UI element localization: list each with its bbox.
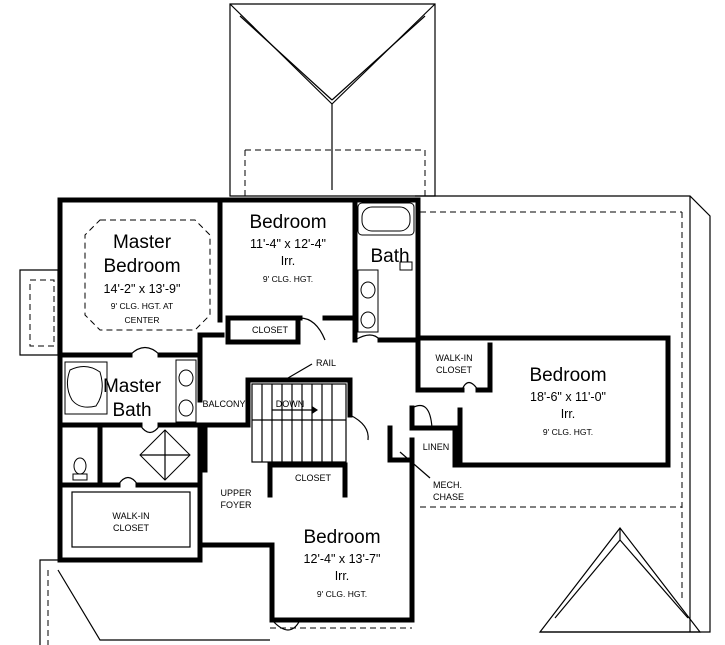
master-bedroom-title-2: Bedroom xyxy=(103,256,180,277)
bedroom-right-ceiling: 9' CLG. HGT. xyxy=(543,427,593,437)
master-bedroom-dims: 14'-2" x 13'-9" xyxy=(104,282,181,296)
bedroom-top-title: Bedroom xyxy=(249,212,326,233)
walk-in-closet-left-shelf xyxy=(71,491,191,548)
roof-left-small xyxy=(19,269,59,356)
mech-chase-label-2: CHASE xyxy=(433,492,464,502)
bedroom-bottom-title: Bedroom xyxy=(303,527,380,548)
linen-label: LINEN xyxy=(423,442,450,452)
walls xyxy=(57,197,671,623)
master-bath-title-2: Bath xyxy=(112,400,151,421)
stairs xyxy=(251,383,347,463)
walk-in-closet-left-2: CLOSET xyxy=(113,523,150,533)
closet-top-label: CLOSET xyxy=(252,325,289,335)
roof-bottom-right xyxy=(538,527,702,633)
closet-mid-label: CLOSET xyxy=(295,473,332,483)
bedroom-top-dims: 11'-4" x 12'-4" xyxy=(250,237,326,251)
bedroom-top-shape: Irr. xyxy=(281,254,296,268)
bedroom-bottom-ceiling: 9' CLG. HGT. xyxy=(317,589,367,599)
walk-in-closet-right-1: WALK-IN xyxy=(435,353,472,363)
master-bedroom-title-1: Master xyxy=(113,232,172,253)
bedroom-top-ceiling: 9' CLG. HGT. xyxy=(263,274,313,284)
rail-leader xyxy=(287,363,313,379)
tray-ceiling xyxy=(84,219,211,331)
master-bedroom-ceiling-1: 9' CLG. HGT. AT xyxy=(111,301,173,311)
tub-master xyxy=(64,361,108,415)
bath-title: Bath xyxy=(370,246,409,267)
bedroom-right-title: Bedroom xyxy=(529,365,606,386)
rail-label: RAIL xyxy=(316,358,336,368)
bedroom-bottom-shape: Irr. xyxy=(335,569,350,583)
bedroom-right-shape: Irr. xyxy=(561,407,576,421)
walk-in-closet-right-2: CLOSET xyxy=(436,365,473,375)
down-label: DOWN xyxy=(276,399,305,409)
bedroom-bottom-dims: 12'-4" x 13'-7" xyxy=(304,552,381,566)
master-bedroom-ceiling-2: CENTER xyxy=(125,315,160,325)
balcony-label: BALCONY xyxy=(202,399,245,409)
upper-foyer-1: UPPER xyxy=(220,488,252,498)
upper-foyer-2: FOYER xyxy=(220,500,252,510)
roof-bottom-left xyxy=(39,559,412,645)
down-arrow-head xyxy=(312,406,318,414)
walk-in-closet-left-1: WALK-IN xyxy=(112,511,149,521)
sinks-master xyxy=(175,359,197,423)
mech-chase-label-1: MECH. xyxy=(433,480,462,490)
toilet-top xyxy=(399,261,413,271)
bedroom-right-dims: 18'-6" x 11'-0" xyxy=(530,390,606,404)
sinks-top xyxy=(357,269,379,333)
roof-top xyxy=(229,3,436,197)
master-bath-title-1: Master xyxy=(103,376,162,397)
mech-chase-leader xyxy=(399,451,431,479)
door-swings xyxy=(117,317,479,631)
shower-master xyxy=(139,429,191,481)
toilet-master xyxy=(72,457,88,481)
bathtub-top xyxy=(357,202,415,236)
